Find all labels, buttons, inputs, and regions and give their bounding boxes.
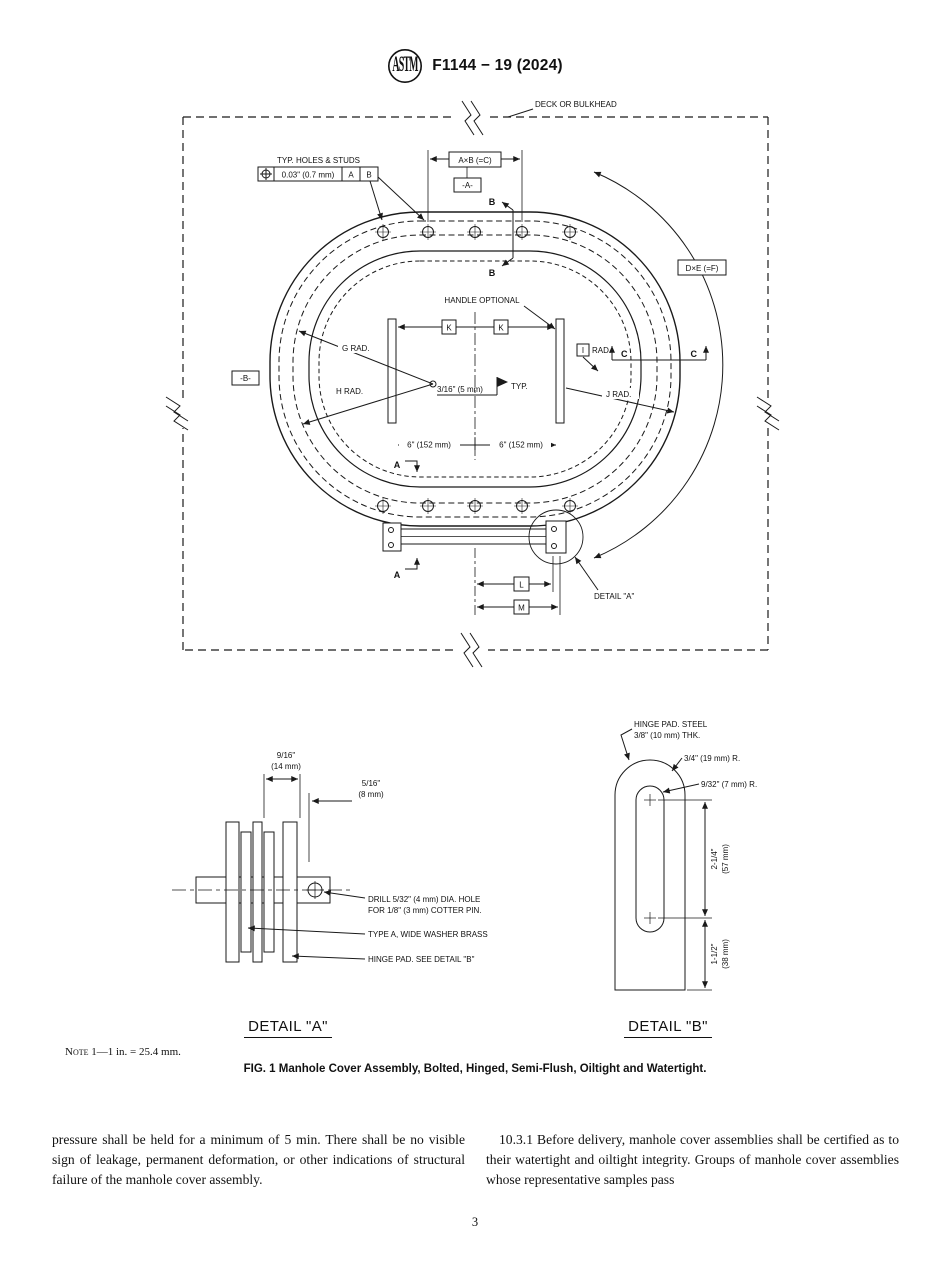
break-symbols — [165, 100, 780, 668]
detail-a-title-text: DETAIL "A" — [244, 1018, 332, 1038]
note-label: Note 1 — [65, 1046, 97, 1058]
label-handle-optional: HANDLE OPTIONAL — [444, 296, 520, 305]
document-title: F1144 − 19 (2024) — [432, 57, 563, 74]
label-typ-holes: TYP. HOLES & STUDS — [277, 156, 360, 165]
datum-b-frame: -B- — [231, 370, 260, 386]
detail-a-ref: DETAIL "A" — [594, 592, 635, 601]
lm-dimensions: L M — [474, 548, 561, 616]
dim-dxe: D×E (=F) — [686, 264, 719, 273]
weld-size: 3/16" (5 mm) — [437, 385, 483, 394]
note-text: —1 in. = 25.4 mm. — [96, 1046, 181, 1058]
weld-callout: 3/16" (5 mm) TYP. — [437, 377, 528, 396]
hinge-assembly — [382, 509, 584, 565]
dim-214: 2-1/4" — [710, 848, 719, 869]
label-drill-2: FOR 1/8" (3 mm) COTTER PIN. — [368, 906, 482, 915]
detail-b-title-text: DETAIL "B" — [624, 1018, 712, 1038]
dim-six-left: 6" (152 mm) — [407, 441, 451, 450]
dim-112-mm: (38 mm) — [721, 939, 730, 969]
datum-b: -B- — [240, 374, 251, 383]
fcf-datum-b: B — [366, 171, 371, 180]
detail-a-callout: DETAIL "A" — [574, 556, 635, 601]
label-h-rad: H RAD. — [336, 387, 363, 396]
k-dimensions: K K — [398, 319, 554, 335]
dim-l: L — [519, 581, 524, 590]
section-c-marks: C C — [609, 346, 709, 361]
bolt-holes — [375, 224, 578, 514]
dim-m: M — [518, 604, 525, 613]
section-a-bottom: A — [394, 570, 401, 580]
label-radius-932: 9/32" (7 mm) R. — [701, 780, 757, 789]
section-c-right: C — [691, 349, 698, 359]
overall-dimension: D×E (=F) — [593, 171, 727, 559]
top-dimension: A×B (=C) -A- — [427, 150, 523, 222]
figure-1-drawing: DECK OR BULKHEAD D×E (=F) — [165, 100, 780, 991]
label-hinge-pad: HINGE PAD. SEE DETAIL "B" — [368, 955, 475, 964]
label-pad-1: HINGE PAD. STEEL — [634, 720, 708, 729]
handle-bars — [387, 318, 565, 424]
weld-flag-icon — [497, 377, 508, 387]
dim-516-mm: (8 mm) — [358, 790, 384, 799]
label-g-rad: G RAD. — [342, 344, 370, 353]
radius-callouts: G RAD. H RAD. J RAD. I RAD. — [298, 330, 675, 425]
section-a-top: A — [394, 460, 401, 470]
cover-ovals — [269, 211, 681, 527]
position-tolerance-frame: TYP. HOLES & STUDS 0.03" (0.7 mm) A B — [257, 156, 425, 221]
dim-214-mm: (57 mm) — [721, 844, 730, 874]
document-header: ASTM F1144 − 19 (2024) — [0, 48, 950, 84]
section-a-marks: A A — [394, 460, 420, 580]
dim-916-mm: (14 mm) — [271, 762, 301, 771]
detail-b-title: DETAIL "B" — [616, 1018, 720, 1038]
dim-six-right: 6" (152 mm) — [499, 441, 543, 450]
body-right-column: 10.3.1 Before delivery, manhole cover as… — [486, 1132, 899, 1187]
detail-a-title: DETAIL "A" — [236, 1018, 340, 1038]
six-inch-dimensions: 6" (152 mm) 6" (152 mm) — [398, 437, 556, 453]
label-washer: TYPE A, WIDE WASHER BRASS — [368, 930, 488, 939]
fcf-datum-a: A — [348, 171, 354, 180]
label-i-rad: RAD. — [592, 346, 611, 355]
figure-note: Note 1—1 in. = 25.4 mm. — [65, 1046, 181, 1058]
detail-b-drawing: HINGE PAD. STEEL 3/8" (10 mm) THK. 3/4" … — [614, 720, 757, 991]
fcf-tolerance: 0.03" (0.7 mm) — [282, 171, 335, 180]
label-pad-2: 3/8" (10 mm) THK. — [634, 731, 700, 740]
label-radius-34: 3/4" (19 mm) R. — [684, 754, 740, 763]
datum-a: -A- — [462, 181, 473, 190]
dim-k-right: K — [498, 324, 504, 333]
weld-typ: TYP. — [511, 382, 528, 391]
label-j-rad: J RAD. — [606, 390, 631, 399]
page-number: 3 — [471, 1215, 479, 1229]
section-b-marks: B B — [489, 197, 514, 278]
section-c-left: C — [621, 349, 628, 359]
dim-k-left: K — [446, 324, 452, 333]
deck-label: DECK OR BULKHEAD — [507, 100, 617, 118]
section-b-top: B — [489, 197, 496, 207]
dim-112: 1-1/2" — [710, 943, 719, 964]
astm-logo-text: ASTM — [393, 52, 419, 77]
label-drill-1: DRILL 5/32" (4 mm) DIA. HOLE — [368, 895, 480, 904]
astm-logo: ASTM — [388, 48, 423, 84]
bulkhead-border — [182, 116, 769, 651]
dim-916: 9/16" — [277, 751, 296, 760]
label-i: I — [582, 346, 584, 355]
dim-axb: A×B (=C) — [458, 156, 492, 165]
figure-caption: FIG. 1 Manhole Cover Assembly, Bolted, H… — [243, 1063, 707, 1075]
detail-a-drawing: 9/16" (14 mm) 5/16" (8 mm) DRILL 5/32" (… — [172, 751, 488, 964]
label-deck: DECK OR BULKHEAD — [535, 100, 617, 109]
dim-516: 5/16" — [362, 779, 381, 788]
body-left-column: pressure shall be held for a minimum of … — [52, 1132, 465, 1187]
position-symbol-icon — [260, 168, 272, 180]
section-b-bottom: B — [489, 268, 496, 278]
